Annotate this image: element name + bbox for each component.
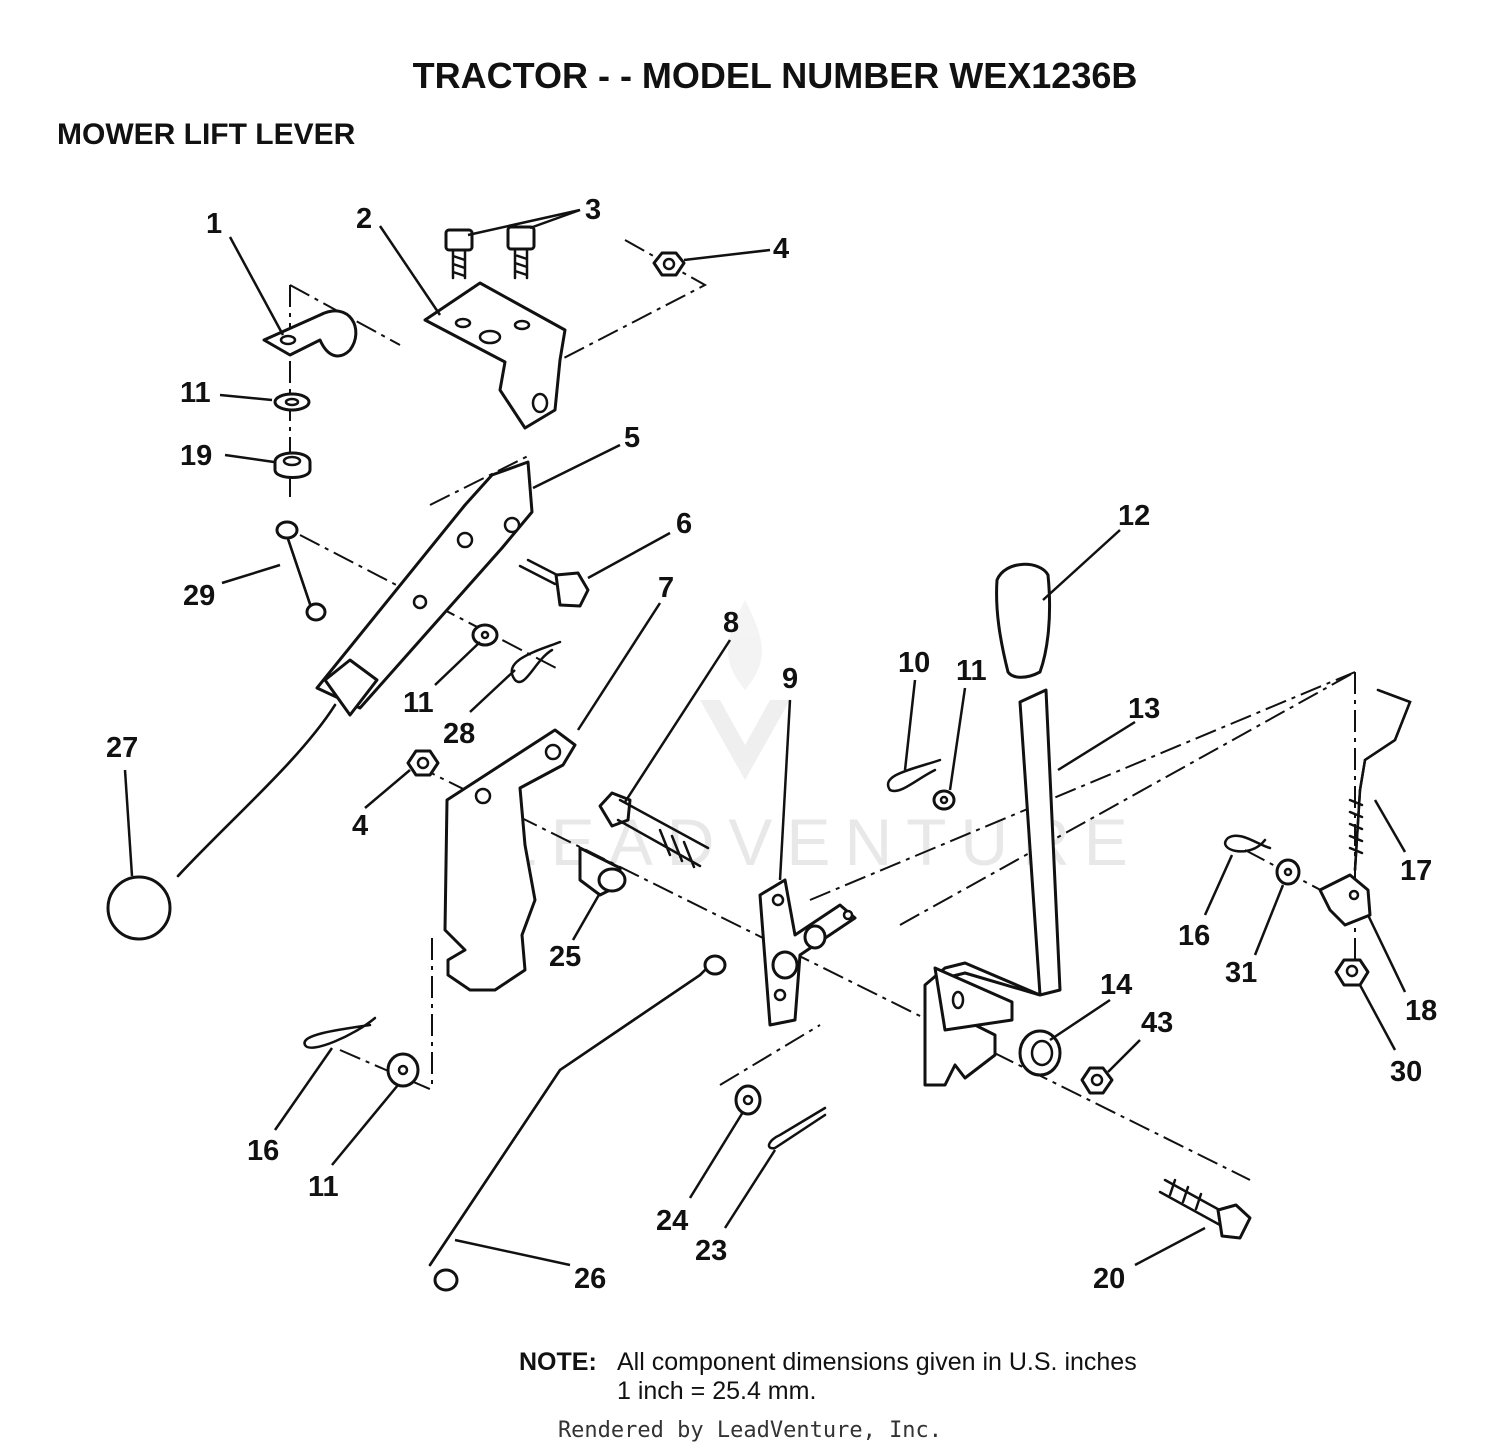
part-lever[interactable]: [923, 688, 1062, 1087]
callout-20: 20: [1093, 1263, 1125, 1295]
callout-31: 31: [1225, 957, 1257, 989]
part-bolt-6[interactable]: [518, 558, 590, 608]
part-cotter-pin[interactable]: [767, 1106, 827, 1150]
watermark-logo: [700, 600, 790, 780]
part-bolts[interactable]: [444, 225, 536, 280]
part-bracket[interactable]: [423, 281, 567, 430]
callout-7: 7: [658, 572, 674, 604]
callout-16b: 16: [247, 1135, 279, 1167]
callout-43: 43: [1141, 1007, 1173, 1039]
callout-6: 6: [676, 508, 692, 540]
callout-12: 12: [1118, 500, 1150, 532]
part-washer-24[interactable]: [734, 1084, 762, 1116]
dimension-note: NOTE: All component dimensions given in U…: [519, 1348, 1137, 1406]
callout-numbers: 1 2 3 4 4 5 6 7 8 9 10 11 11 11 11 12 13…: [106, 194, 1437, 1295]
callout-4: 4: [773, 233, 789, 265]
part-nut[interactable]: [406, 251, 686, 777]
callout-16a: 16: [1178, 920, 1210, 952]
part-washer-clip[interactable]: [471, 623, 956, 811]
callout-25: 25: [549, 941, 581, 973]
part-hair-clip[interactable]: [1224, 834, 1272, 853]
callout-10: 10: [898, 647, 930, 679]
note-line-1: All component dimensions given in U.S. i…: [617, 1348, 1137, 1376]
part-spacer[interactable]: [578, 846, 627, 897]
leader-lines: [123, 208, 1407, 1267]
callout-11b: 11: [403, 687, 434, 719]
callout-19: 19: [180, 440, 212, 472]
part-long-bolt[interactable]: [598, 791, 710, 869]
page-title: TRACTOR - - MODEL NUMBER WEX1236B: [412, 55, 1138, 96]
callout-8: 8: [723, 607, 739, 639]
part-bolt-20[interactable]: [1158, 1178, 1252, 1240]
callout-27: 27: [106, 732, 138, 764]
callout-23: 23: [695, 1235, 727, 1267]
note-line-2: 1 inch = 25.4 mm.: [617, 1377, 817, 1405]
part-swivel[interactable]: [1318, 873, 1372, 927]
note-label: NOTE:: [519, 1348, 597, 1376]
callout-11d: 11: [308, 1171, 339, 1203]
callout-26: 26: [574, 1263, 606, 1295]
part-washer-nut[interactable]: [273, 392, 312, 479]
part-knob: [106, 875, 172, 941]
callout-9: 9: [782, 663, 798, 695]
part-adjust-rod[interactable]: [1348, 688, 1412, 872]
part-lift-link[interactable]: [428, 954, 727, 1292]
callout-14: 14: [1100, 969, 1132, 1001]
callout-11c: 11: [956, 655, 987, 687]
callout-29: 29: [183, 580, 215, 612]
part-nut-30[interactable]: [1334, 958, 1370, 987]
part-clip[interactable]: [262, 309, 358, 358]
callout-13: 13: [1128, 693, 1160, 725]
part-link[interactable]: [275, 520, 327, 622]
part-bushing[interactable]: [1018, 1029, 1062, 1077]
callout-18: 18: [1405, 995, 1437, 1027]
assembly-lines: [289, 239, 1356, 1181]
part-handle-grip[interactable]: [995, 562, 1052, 679]
footer-credit: Rendered by LeadVenture, Inc.: [557, 1418, 943, 1443]
callout-2: 2: [356, 203, 372, 235]
callout-28: 28: [443, 718, 475, 750]
callout-4b: 4: [352, 810, 368, 842]
part-lower-clip-washer[interactable]: [303, 1016, 420, 1088]
callout-5: 5: [624, 422, 640, 454]
part-lift-arm[interactable]: [106, 460, 534, 941]
part-nut-43[interactable]: [1080, 1066, 1114, 1095]
callout-17: 17: [1400, 855, 1432, 887]
section-title: MOWER LIFT LEVER: [57, 118, 356, 151]
callout-30: 30: [1390, 1056, 1422, 1088]
callout-3: 3: [585, 194, 601, 226]
callout-11a: 11: [180, 377, 211, 409]
callout-24: 24: [656, 1205, 688, 1237]
part-plate[interactable]: [443, 728, 577, 992]
part-washer-31[interactable]: [1275, 858, 1301, 886]
part-pivot-bracket[interactable]: [758, 878, 857, 1027]
callout-1: 1: [206, 208, 222, 240]
